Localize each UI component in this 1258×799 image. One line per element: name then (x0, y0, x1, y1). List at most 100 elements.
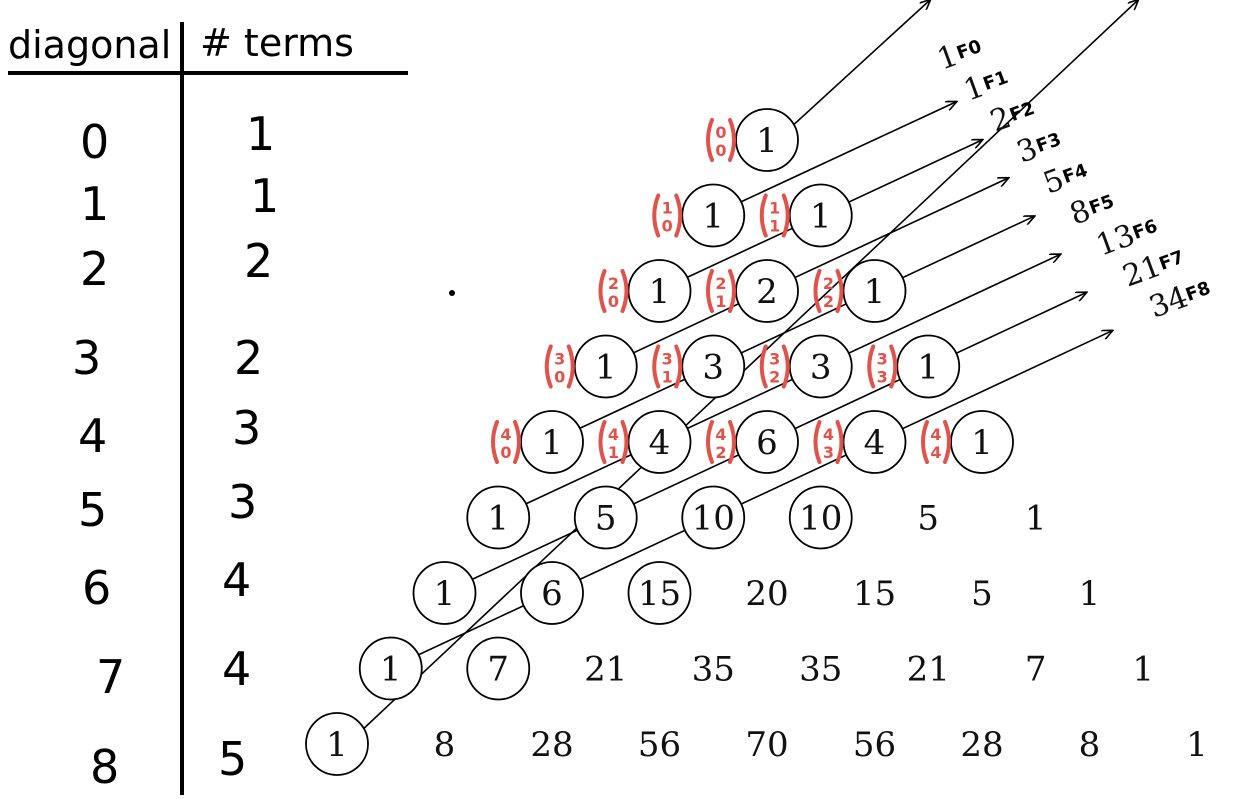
binomial-coefficient: 41 (598, 420, 629, 464)
right-paren (835, 269, 844, 313)
pascal-entry: 1 (326, 725, 348, 765)
binomial-coefficient: 43 (813, 420, 844, 464)
table-diagonal-value: 3 (72, 331, 101, 385)
left-paren (598, 420, 607, 464)
fibonacci-label: 3F3 (1012, 129, 1064, 171)
pascal-entry: 28 (530, 725, 573, 765)
binomial-bottom: 4 (930, 443, 941, 462)
table-diagonal-value: 4 (78, 409, 107, 463)
binomial-top: 3 (769, 350, 780, 369)
binomial-bottom: 0 (662, 217, 673, 236)
table-terms-value: 4 (222, 553, 251, 607)
pascal-entry: 1 (917, 348, 939, 388)
pascal-entry: 1 (971, 423, 993, 463)
binomial-coefficient: 32 (759, 344, 790, 389)
table-diagonal-value: 2 (80, 242, 109, 296)
pascal-entry: 56 (638, 725, 681, 765)
table-terms-value: 2 (234, 331, 263, 385)
term-circle (466, 485, 531, 550)
term-circle (520, 561, 584, 625)
binomial-bottom: 1 (608, 443, 619, 462)
term-circle (358, 636, 423, 701)
term-circle (788, 485, 853, 550)
pascal-entry: 21 (584, 650, 627, 690)
binomial-top: 3 (877, 350, 888, 369)
left-paren (813, 420, 822, 464)
pascal-entry: 10 (692, 499, 735, 539)
pascal-entry: 1 (1132, 650, 1154, 690)
right-paren (781, 344, 790, 389)
pascal-entry: 28 (960, 725, 1003, 765)
table-diagonal-value: 5 (78, 483, 107, 537)
right-paren (889, 344, 898, 389)
fibonacci-label: 1F0 (933, 36, 985, 78)
right-paren (566, 344, 575, 389)
binomial-top: 0 (715, 123, 726, 142)
pascal-entry: 3 (810, 348, 832, 388)
binomial-coefficient: 11 (759, 193, 790, 238)
pascal-entry: 35 (692, 650, 735, 690)
binomial-coefficient: 40 (491, 420, 521, 464)
pascal-entry: 1 (434, 574, 456, 614)
binomial-bottom: 2 (769, 368, 780, 387)
binomial-coefficient: 31 (652, 344, 683, 389)
stray-dot (449, 290, 455, 296)
pascal-entry: 35 (799, 650, 842, 690)
binomial-coefficient: 10 (652, 193, 683, 238)
diagonal-arrow (519, 254, 1060, 508)
term-circle (305, 712, 369, 776)
right-paren (620, 269, 629, 313)
right-paren (674, 193, 683, 238)
binomial-bottom: 2 (823, 292, 834, 311)
table-terms-value: 3 (232, 401, 261, 455)
binomial-bottom: 0 (554, 368, 565, 387)
binomial-top: 2 (823, 274, 834, 293)
pascal-entry: 4 (864, 423, 886, 463)
right-paren (620, 420, 629, 464)
pascal-entry: 1 (1079, 574, 1101, 614)
binomial-coefficient: 44 (921, 420, 951, 464)
table-diagonal-value: 1 (80, 177, 109, 231)
left-paren (598, 269, 607, 313)
pascal-entry: 8 (434, 725, 456, 765)
term-circles (305, 108, 1014, 776)
binomial-top: 1 (662, 199, 673, 218)
binomial-bottom: 0 (608, 292, 619, 311)
table-terms-value: 2 (244, 234, 273, 288)
term-circle (681, 485, 746, 550)
diagonal-arrow (573, 216, 1034, 432)
diagonal-arrow (734, 102, 956, 206)
table-terms-value: 1 (246, 107, 275, 161)
binomial-bottom: 1 (769, 217, 780, 236)
left-paren (544, 344, 553, 389)
left-paren (652, 344, 661, 389)
right-paren (943, 420, 951, 464)
diagonal-arrow (788, 0, 930, 130)
fibonacci-label: 1F1 (959, 67, 1011, 109)
binomial-top: 3 (662, 350, 673, 369)
pascal-entry: 8 (1079, 725, 1101, 765)
binomial-coefficient: 33 (867, 344, 898, 389)
pascal-entry: 1 (649, 272, 671, 312)
binomial-bottom: 3 (877, 368, 888, 387)
left-paren (706, 420, 714, 464)
binomial-top: 1 (769, 199, 780, 218)
diagonal-arrow (627, 178, 1008, 357)
table-terms-value: 3 (228, 475, 257, 529)
left-paren (813, 269, 822, 313)
pascal-entry: 15 (638, 574, 681, 614)
left-paren (652, 193, 661, 238)
table-diagonal-value: 6 (82, 561, 111, 615)
left-paren (706, 269, 714, 313)
pascal-entry: 10 (799, 499, 842, 539)
right-paren (674, 344, 683, 389)
pascal-entry: 1 (487, 499, 509, 539)
fibonacci-label: 5F4 (1039, 160, 1091, 202)
right-paren (728, 269, 736, 313)
pascal-entry: 5 (971, 574, 993, 614)
pascal-entry: 1 (810, 197, 832, 237)
right-paren (513, 420, 521, 464)
